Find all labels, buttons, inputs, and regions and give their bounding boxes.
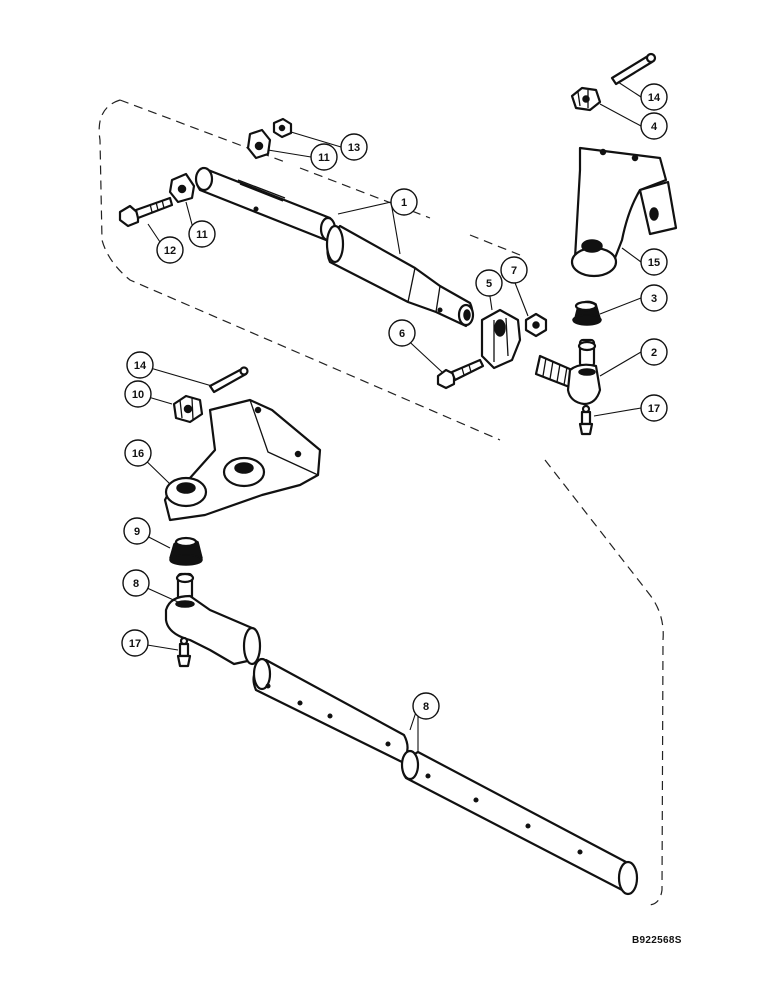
svg-text:2: 2 <box>651 347 657 359</box>
svg-text:5: 5 <box>486 278 492 290</box>
svg-text:7: 7 <box>511 265 517 277</box>
callout-3: 3 <box>640 284 668 312</box>
tube-clamp-5 <box>480 308 522 370</box>
callout-4: 4 <box>640 112 668 140</box>
callout-15: 15 <box>640 248 668 276</box>
callout-9: 9 <box>123 517 151 545</box>
callout-11-upper: 11 <box>310 143 338 171</box>
clamp-block-upper <box>246 128 272 160</box>
callout-13: 13 <box>340 133 368 161</box>
callout-17-right: 17 <box>640 394 668 422</box>
svg-text:3: 3 <box>651 293 657 305</box>
tie-rod-tube-section-lower <box>400 749 639 896</box>
tie-rod-end-right <box>534 338 602 406</box>
bolt-6 <box>436 358 485 390</box>
callout-11-lower: 11 <box>188 220 216 248</box>
callout-16: 16 <box>124 439 152 467</box>
callout-12: 12 <box>156 236 184 264</box>
grease-fitting-right <box>578 404 594 436</box>
tie-rod-end-left <box>164 572 262 666</box>
svg-text:12: 12 <box>164 245 176 257</box>
callout-5: 5 <box>475 269 503 297</box>
callout-17-left: 17 <box>121 629 149 657</box>
tie-rod-tube-section-middle <box>252 657 409 764</box>
tie-rod-tube-inner <box>325 224 475 328</box>
svg-text:14: 14 <box>648 92 661 104</box>
svg-text:17: 17 <box>648 403 660 415</box>
castle-nut-4 <box>570 86 602 112</box>
drawing-id-label: B922568S <box>632 935 682 946</box>
svg-text:4: 4 <box>651 121 658 133</box>
steering-arm-bracket-left <box>163 398 322 522</box>
svg-text:10: 10 <box>132 389 144 401</box>
tie-rod-tube-outer <box>194 166 337 242</box>
callout-6: 6 <box>388 319 416 347</box>
cotter-pin-upper <box>610 52 657 86</box>
svg-text:11: 11 <box>318 152 330 164</box>
dust-boot-9 <box>169 536 203 566</box>
callout-14-lower: 14 <box>126 351 154 379</box>
callout-14-upper: 14 <box>640 83 668 111</box>
svg-text:14: 14 <box>134 360 147 372</box>
svg-text:6: 6 <box>399 328 405 340</box>
grease-fitting-left <box>176 636 192 668</box>
dust-boot-3 <box>572 300 602 326</box>
callout-8-left: 8 <box>122 569 150 597</box>
nut-7 <box>524 312 548 338</box>
svg-text:1: 1 <box>401 197 407 209</box>
svg-text:8: 8 <box>423 701 429 713</box>
svg-text:17: 17 <box>129 638 141 650</box>
svg-text:16: 16 <box>132 448 144 460</box>
callout-7: 7 <box>500 256 528 284</box>
callout-2: 2 <box>640 338 668 366</box>
svg-text:15: 15 <box>648 257 660 269</box>
svg-text:13: 13 <box>348 142 360 154</box>
callout-1: 1 <box>390 188 418 216</box>
svg-text:11: 11 <box>196 229 208 241</box>
cotter-pin-lower <box>208 366 249 394</box>
callout-10: 10 <box>124 380 152 408</box>
callout-8-lower: 8 <box>412 692 440 720</box>
castle-nut-10 <box>172 394 204 424</box>
bolt-12 <box>118 196 174 228</box>
steering-arm-bracket-right <box>570 146 678 278</box>
svg-text:9: 9 <box>134 526 140 538</box>
svg-text:8: 8 <box>133 578 139 590</box>
clamp-block-lower <box>168 172 196 204</box>
nut-13 <box>272 117 293 139</box>
